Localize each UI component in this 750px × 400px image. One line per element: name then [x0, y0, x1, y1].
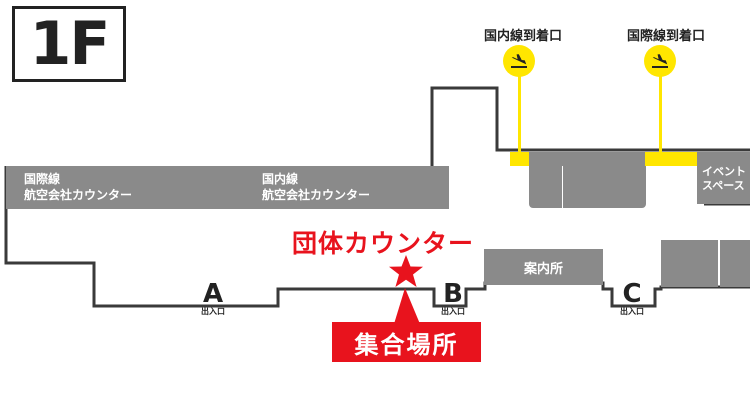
- floor-label: 1F: [29, 9, 111, 79]
- meeting-point-label: 集合場所: [354, 330, 459, 359]
- gate-b-sub: 出入口: [441, 307, 465, 316]
- gate-b-letter: B: [443, 279, 463, 309]
- meeting-point-box: 集合場所: [332, 322, 481, 362]
- information-desk-label: 案内所: [523, 261, 563, 277]
- domestic-arrival-leader-line: [518, 72, 521, 152]
- international-airline-counter-label: 国際線 航空会社カウンター: [24, 171, 132, 203]
- international-arrival-gate-marker: [645, 152, 697, 166]
- event-space-label: イベント スペース: [702, 165, 746, 193]
- event-space-line1: イベント: [702, 165, 746, 178]
- event-space-block: [697, 152, 750, 204]
- international-arrival-label: 国際線到着口: [627, 29, 706, 44]
- domestic-counter-line1: 国内線: [262, 172, 299, 186]
- shop-block-left: [661, 240, 718, 287]
- upper-wall: [430, 86, 750, 166]
- floor-badge: 1F: [12, 6, 126, 82]
- event-space-line2: スペース: [702, 179, 745, 192]
- shop-block-right: [720, 240, 750, 287]
- gate-c-letter: C: [622, 279, 642, 309]
- star-icon: [388, 254, 424, 288]
- information-desk[interactable]: 案内所: [484, 249, 603, 285]
- group-counter-label: 団体カウンター: [292, 229, 475, 258]
- meeting-point-pointer: [394, 288, 420, 324]
- airline-counter-band: [6, 166, 449, 209]
- gate-a-sub: 出入口: [201, 307, 225, 316]
- airplane-landing-icon: [502, 44, 536, 78]
- international-counter-line1: 国際線: [24, 172, 61, 186]
- domestic-arrival-label: 国内線到着口: [484, 29, 563, 44]
- baggage-block-left: [529, 166, 562, 208]
- airplane-landing-icon: [643, 44, 677, 78]
- outer-wall: [4, 166, 750, 308]
- baggage-block-right: [563, 166, 646, 208]
- domestic-arrival-gate-marker: [510, 152, 529, 166]
- domestic-counter-line2: 航空会社カウンター: [262, 188, 371, 202]
- gate-a[interactable]: A 出入口: [196, 281, 230, 317]
- gate-c-sub: 出入口: [620, 307, 644, 316]
- gate-a-letter: A: [202, 279, 224, 309]
- domestic-airline-counter-label: 国内線 航空会社カウンター: [262, 171, 370, 203]
- international-arrival-leader-line: [659, 72, 662, 152]
- gate-c[interactable]: C 出入口: [615, 281, 649, 317]
- international-counter-line2: 航空会社カウンター: [24, 188, 133, 202]
- gate-b[interactable]: B 出入口: [436, 281, 470, 317]
